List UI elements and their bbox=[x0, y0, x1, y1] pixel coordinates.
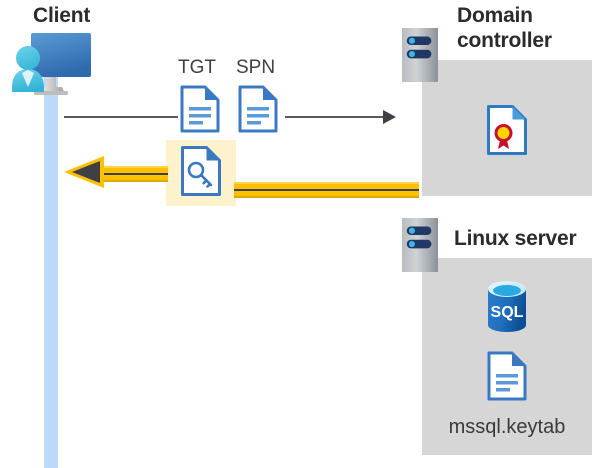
client-icon bbox=[8, 27, 96, 95]
document-icon bbox=[487, 351, 527, 401]
page-title-linux-server: Linux server bbox=[454, 227, 577, 250]
label-spn: SPN bbox=[236, 57, 276, 78]
request-arrow-segment-right bbox=[285, 116, 384, 118]
user-with-monitor-icon bbox=[12, 33, 91, 95]
svg-text:SQL: SQL bbox=[491, 304, 524, 321]
page-title-client: Client bbox=[33, 4, 91, 27]
document-with-key-icon bbox=[181, 146, 221, 196]
linux-server-icon-wrap bbox=[402, 218, 440, 275]
domain-controller-title-line1: Domain bbox=[457, 4, 533, 27]
domain-controller-server-icon-wrap bbox=[402, 28, 440, 85]
label-keytab-filename: mssql.keytab bbox=[448, 416, 566, 438]
sql-database-icon: SQL bbox=[488, 281, 526, 332]
sql-database-icon-wrap: SQL bbox=[484, 279, 530, 333]
document-icon bbox=[180, 85, 220, 133]
response-arrow-segment-left bbox=[103, 166, 168, 182]
server-icon bbox=[402, 28, 438, 82]
response-arrowhead-icon bbox=[62, 155, 108, 189]
arrowhead-left-icon bbox=[64, 156, 104, 188]
response-arrow-segment-right bbox=[234, 182, 419, 198]
ticket-key-document-icon-wrap bbox=[180, 145, 222, 197]
keytab-document-icon-wrap bbox=[487, 351, 527, 401]
certificate-icon-wrap bbox=[486, 104, 528, 156]
document-icon bbox=[238, 85, 278, 133]
domain-controller-title-line2: controller bbox=[457, 29, 552, 52]
spn-document-icon-wrap bbox=[238, 85, 278, 133]
client-lifeline bbox=[44, 66, 58, 468]
label-tgt: TGT bbox=[178, 57, 216, 78]
certificate-document-icon bbox=[487, 105, 527, 155]
server-icon bbox=[402, 218, 438, 272]
tgt-document-icon-wrap bbox=[180, 85, 220, 133]
page-title-domain-controller: Domain controller bbox=[457, 3, 597, 53]
request-arrowhead-icon bbox=[383, 110, 396, 124]
request-arrow-segment-left bbox=[64, 116, 178, 118]
